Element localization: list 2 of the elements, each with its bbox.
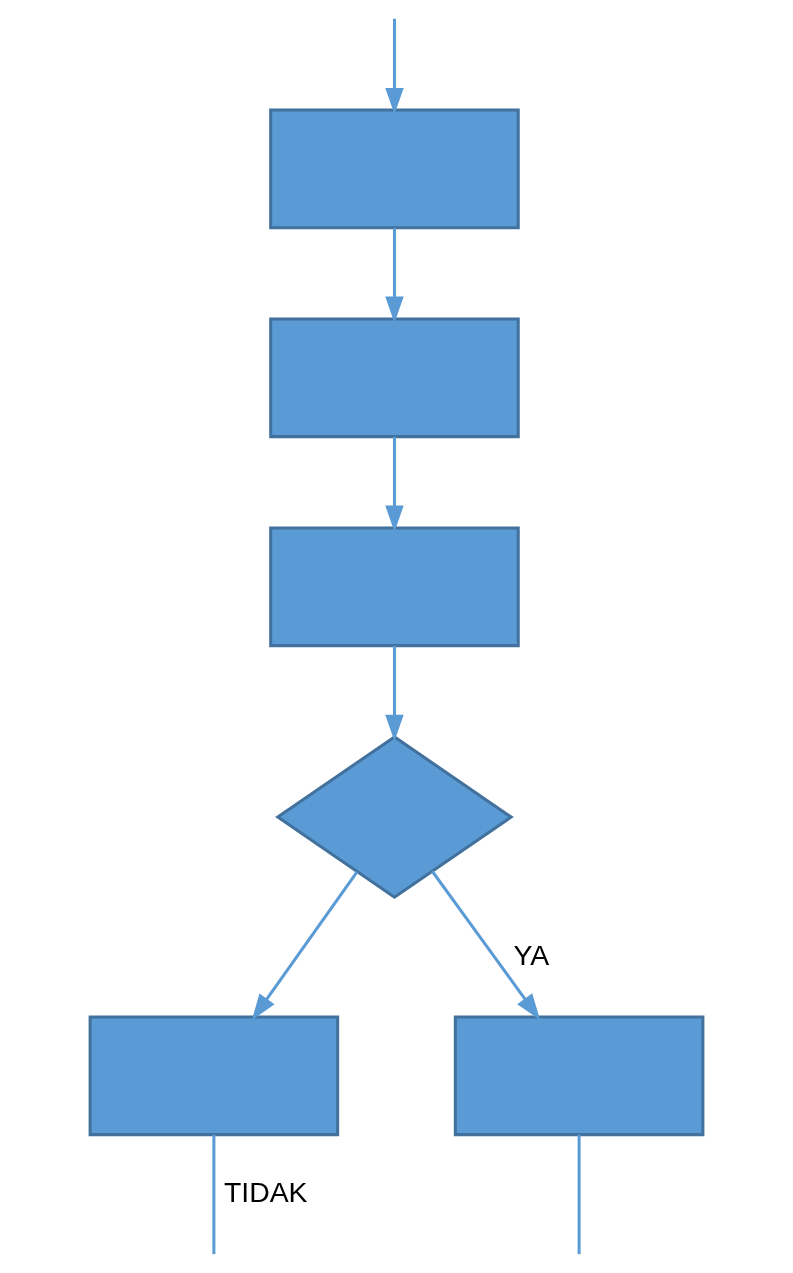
edge-label: YA <box>513 938 548 971</box>
edge-label: TIDAK <box>223 1175 308 1208</box>
